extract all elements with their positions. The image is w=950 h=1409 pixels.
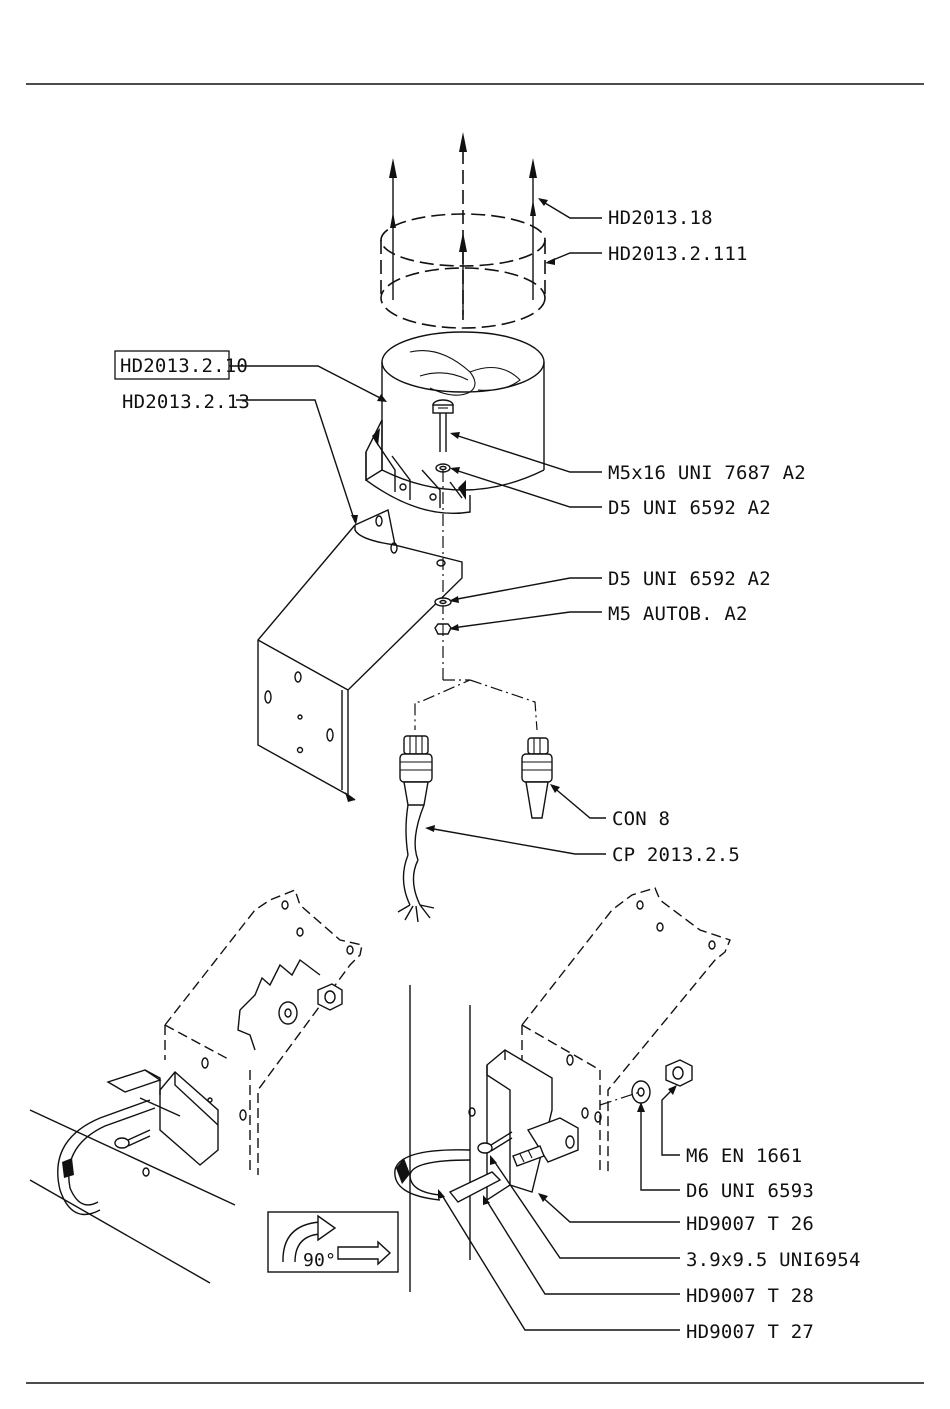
label-d5-washer-upper: D5 UNI 6592 A2 [608,497,771,519]
label-d5-washer-lower: D5 UNI 6592 A2 [608,568,771,590]
label-cp2013: CP 2013.2.5 [612,844,740,866]
label-m5x16-screw: M5x16 UNI 7687 A2 [608,462,806,484]
label-m6-nut: M6 EN 1661 [686,1145,802,1167]
lower-left-assembly [30,890,362,1283]
label-hd9007-t26: HD9007 T 26 [686,1213,814,1235]
shield-cup [366,332,544,513]
label-hd2013-2-111: HD2013.2.111 [608,243,748,265]
label-con8: CON 8 [612,808,670,830]
rotation-angle-label: 90° [303,1250,336,1271]
bird-spikes [389,132,537,320]
washer-and-nut [435,598,451,634]
rotation-indicator-box: 90° [268,1212,398,1272]
label-screw-3-9x9-5: 3.9x9.5 UNI6954 [686,1249,861,1271]
label-hd9007-t27: HD9007 T 27 [686,1321,814,1343]
label-hd9007-t28: HD9007 T 28 [686,1285,814,1307]
label-d6-washer: D6 UNI 6593 [686,1180,814,1202]
label-hd2013-2-13: HD2013.2.13 [122,391,250,413]
label-hd2013-18: HD2013.18 [608,207,713,229]
connector-branch [415,680,537,730]
label-m5-autob-nut: M5 AUTOB. A2 [608,603,748,625]
m5x16-screw [433,400,453,452]
con8-connector [522,738,552,818]
label-hd2013-2-10: HD2013.2.10 [120,355,248,377]
lower-right-assembly [395,888,730,1292]
